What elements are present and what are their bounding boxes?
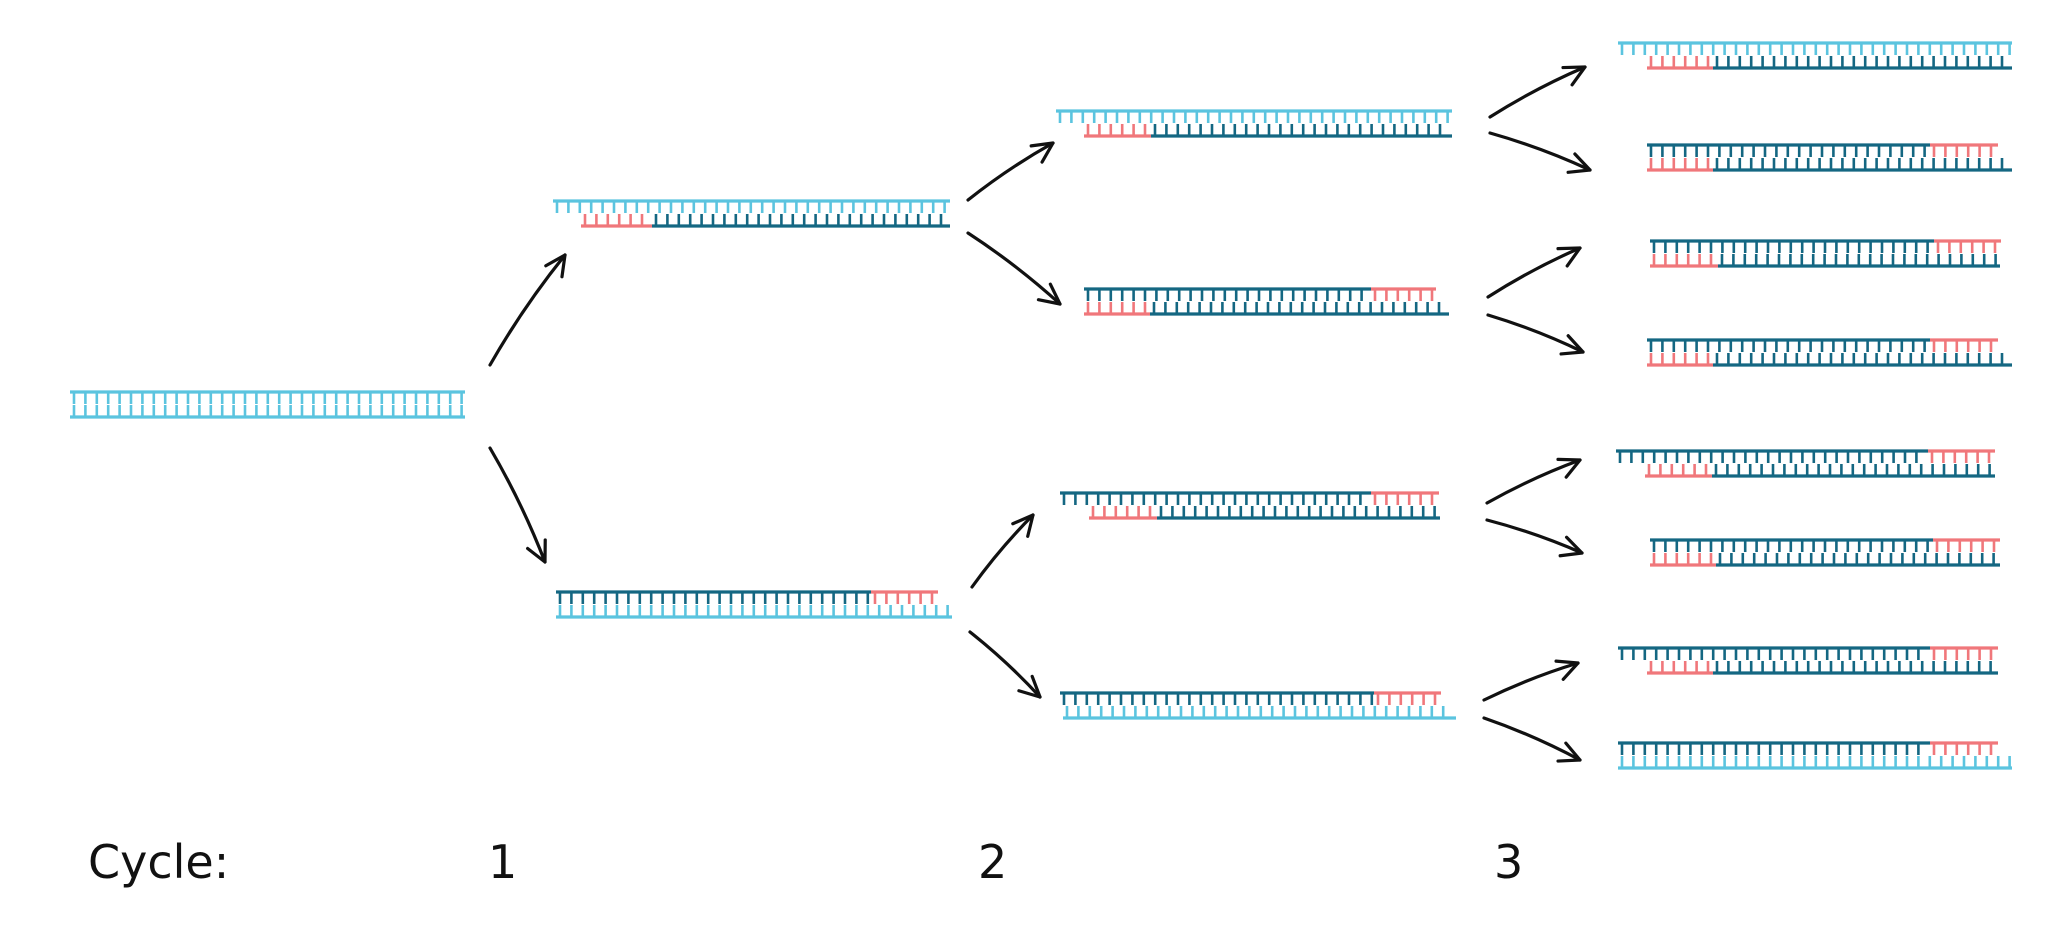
dna-cycle2-d [1060,691,1456,720]
bottom-strand [1618,756,2012,770]
arrow-shaft [1485,518,1584,555]
arrow-1a-to-2b [966,231,1062,306]
cycle-number-2: 2 [978,835,1007,889]
arrow-shaft [488,446,547,564]
arrow-shaft [970,513,1035,589]
dna-cycle1-a [553,199,950,228]
arrow-1a-to-2a [966,141,1055,202]
arrow-shaft [968,630,1042,699]
arrow-shaft [1482,661,1580,702]
bottom-strand [1647,661,1998,675]
dna-cycle3-1 [1618,41,2012,70]
arrow-shaft [1486,313,1585,354]
top-strand [1056,109,1452,123]
bottom-strand [1645,464,1995,478]
arrow-head [1556,741,1582,763]
arrow-shaft [1482,716,1582,762]
dna-cycle2-b [1084,287,1449,316]
bottom-strand [1647,158,2012,172]
arrow-2d-to-3-7 [1482,659,1580,702]
arrow-2c-to-3-5 [1485,457,1582,505]
top-strand [1060,691,1441,705]
arrow-1b-to-2c [970,513,1035,589]
top-strand [1618,646,1998,660]
arrow-shaft [1485,458,1582,505]
arrow-layer [488,65,1592,763]
arrow-shaft [488,253,567,367]
dna-cycle1-b [556,590,952,619]
arrow-head [1558,535,1584,558]
top-strand [1647,143,1998,157]
arrow-shaft [1488,65,1587,119]
top-strand [1084,287,1436,301]
arrow-head [1556,457,1582,479]
arrow-head [1011,513,1035,538]
arrow-head [526,538,547,564]
arrow-0-to-1b [488,446,547,564]
bottom-strand [1063,706,1456,720]
cycle-number-1: 1 [488,835,517,889]
arrow-2c-to-3-6 [1485,518,1584,558]
dna-cycle3-7 [1618,646,1998,675]
arrow-head [1566,152,1592,174]
bottom-strand [1084,302,1449,316]
dna-cycle3-3 [1650,239,2001,268]
arrow-2b-to-3-4 [1486,313,1585,356]
arrow-head [1561,65,1587,87]
arrow-head [544,253,567,279]
dna-original [70,390,465,419]
arrow-2d-to-3-8 [1482,716,1582,763]
dna-cycle3-4 [1647,338,2012,367]
arrow-head [1554,659,1580,681]
cycle-labels: Cycle: 1 2 3 [88,835,1523,889]
top-strand [553,199,950,213]
top-strand [556,590,938,604]
dna-cycle3-2 [1647,143,2012,172]
arrow-head [1556,246,1582,268]
top-strand [70,390,465,404]
arrow-2a-to-3-1 [1488,65,1587,119]
bottom-strand [70,405,465,419]
arrow-0-to-1a [488,253,567,367]
top-strand [1618,41,2012,55]
cycle-label: Cycle: [88,835,229,889]
arrow-1b-to-2d [968,630,1042,699]
top-strand [1060,491,1439,505]
bottom-strand [1647,56,2012,70]
top-strand [1650,538,2000,552]
top-strand [1647,338,1998,352]
top-strand [1650,239,2001,253]
bottom-strand [556,605,952,619]
bottom-strand [1089,506,1440,520]
arrow-2a-to-3-2 [1488,131,1592,174]
dna-layer [70,41,2012,770]
top-strand [1616,449,1995,463]
dna-cycle3-8 [1618,741,2012,770]
arrow-2b-to-3-3 [1486,246,1582,299]
bottom-strand [1647,353,2012,367]
dna-cycle3-6 [1650,538,2000,567]
arrow-shaft [966,231,1062,306]
arrow-shaft [966,141,1055,202]
dna-cycle3-5 [1616,449,1995,478]
dna-cycle2-c [1060,491,1440,520]
arrow-head [1559,334,1585,356]
bottom-strand [1650,553,2000,567]
bottom-strand [581,214,950,228]
arrow-shaft [1488,131,1592,172]
bottom-strand [1650,254,2000,268]
arrow-head [1017,674,1042,699]
arrow-shaft [1486,246,1582,299]
cycle-number-3: 3 [1494,835,1523,889]
arrow-head [1036,282,1062,306]
bottom-strand [1084,124,1452,138]
top-strand [1618,741,1998,755]
dna-cycle2-a [1056,109,1452,138]
arrow-head [1029,141,1055,164]
